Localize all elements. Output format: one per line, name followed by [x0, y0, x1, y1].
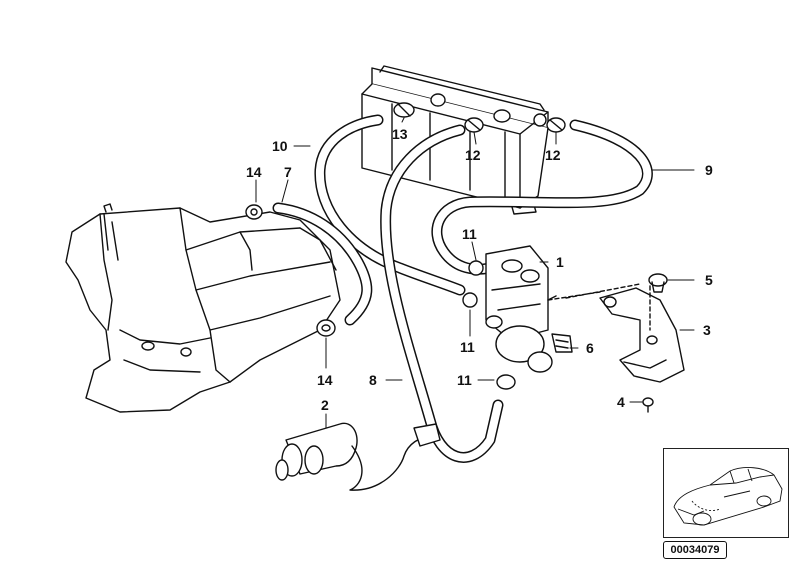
callout-9: 9: [705, 162, 713, 178]
callout-11-mid: 11: [460, 339, 475, 355]
callout-13: 13: [392, 126, 408, 142]
callout-7: 7: [284, 164, 292, 180]
water-pump: [275, 422, 441, 491]
clamp-13: [393, 102, 415, 118]
callout-5: 5: [705, 272, 713, 288]
clamp-12-left: [464, 117, 484, 133]
callout-14-bottom: 14: [317, 372, 333, 388]
clamp-14-top: [245, 204, 263, 220]
callout-11-bottom: 11: [457, 372, 472, 388]
callout-8: 8: [369, 372, 377, 388]
callout-11-top: 11: [462, 226, 477, 242]
screw-4: [642, 397, 654, 413]
part-6: [551, 333, 573, 353]
water-valve: [485, 245, 557, 373]
callout-12-right: 12: [545, 147, 561, 163]
car-icon: [673, 467, 783, 526]
clamp-11-bottom: [496, 374, 516, 390]
callout-12-left: 12: [465, 147, 481, 163]
callout-10: 10: [272, 138, 288, 154]
clamp-14-bottom: [316, 319, 336, 337]
callout-2: 2: [321, 397, 329, 413]
clamp-11-mid: [462, 292, 478, 308]
callout-14-top: 14: [246, 164, 262, 180]
callout-1: 1: [556, 254, 564, 270]
diagram-id: 00034079: [663, 541, 727, 559]
leader-lines: [255, 117, 695, 429]
callout-4: 4: [617, 394, 625, 410]
bracket: [599, 287, 685, 383]
vehicle-thumbnail: [663, 448, 789, 538]
clamp-12-right: [546, 117, 566, 133]
callout-3: 3: [703, 322, 711, 338]
clamp-11-top: [468, 260, 484, 276]
grommet-5: [648, 273, 668, 293]
callout-6: 6: [586, 340, 594, 356]
transmission: [65, 203, 341, 413]
